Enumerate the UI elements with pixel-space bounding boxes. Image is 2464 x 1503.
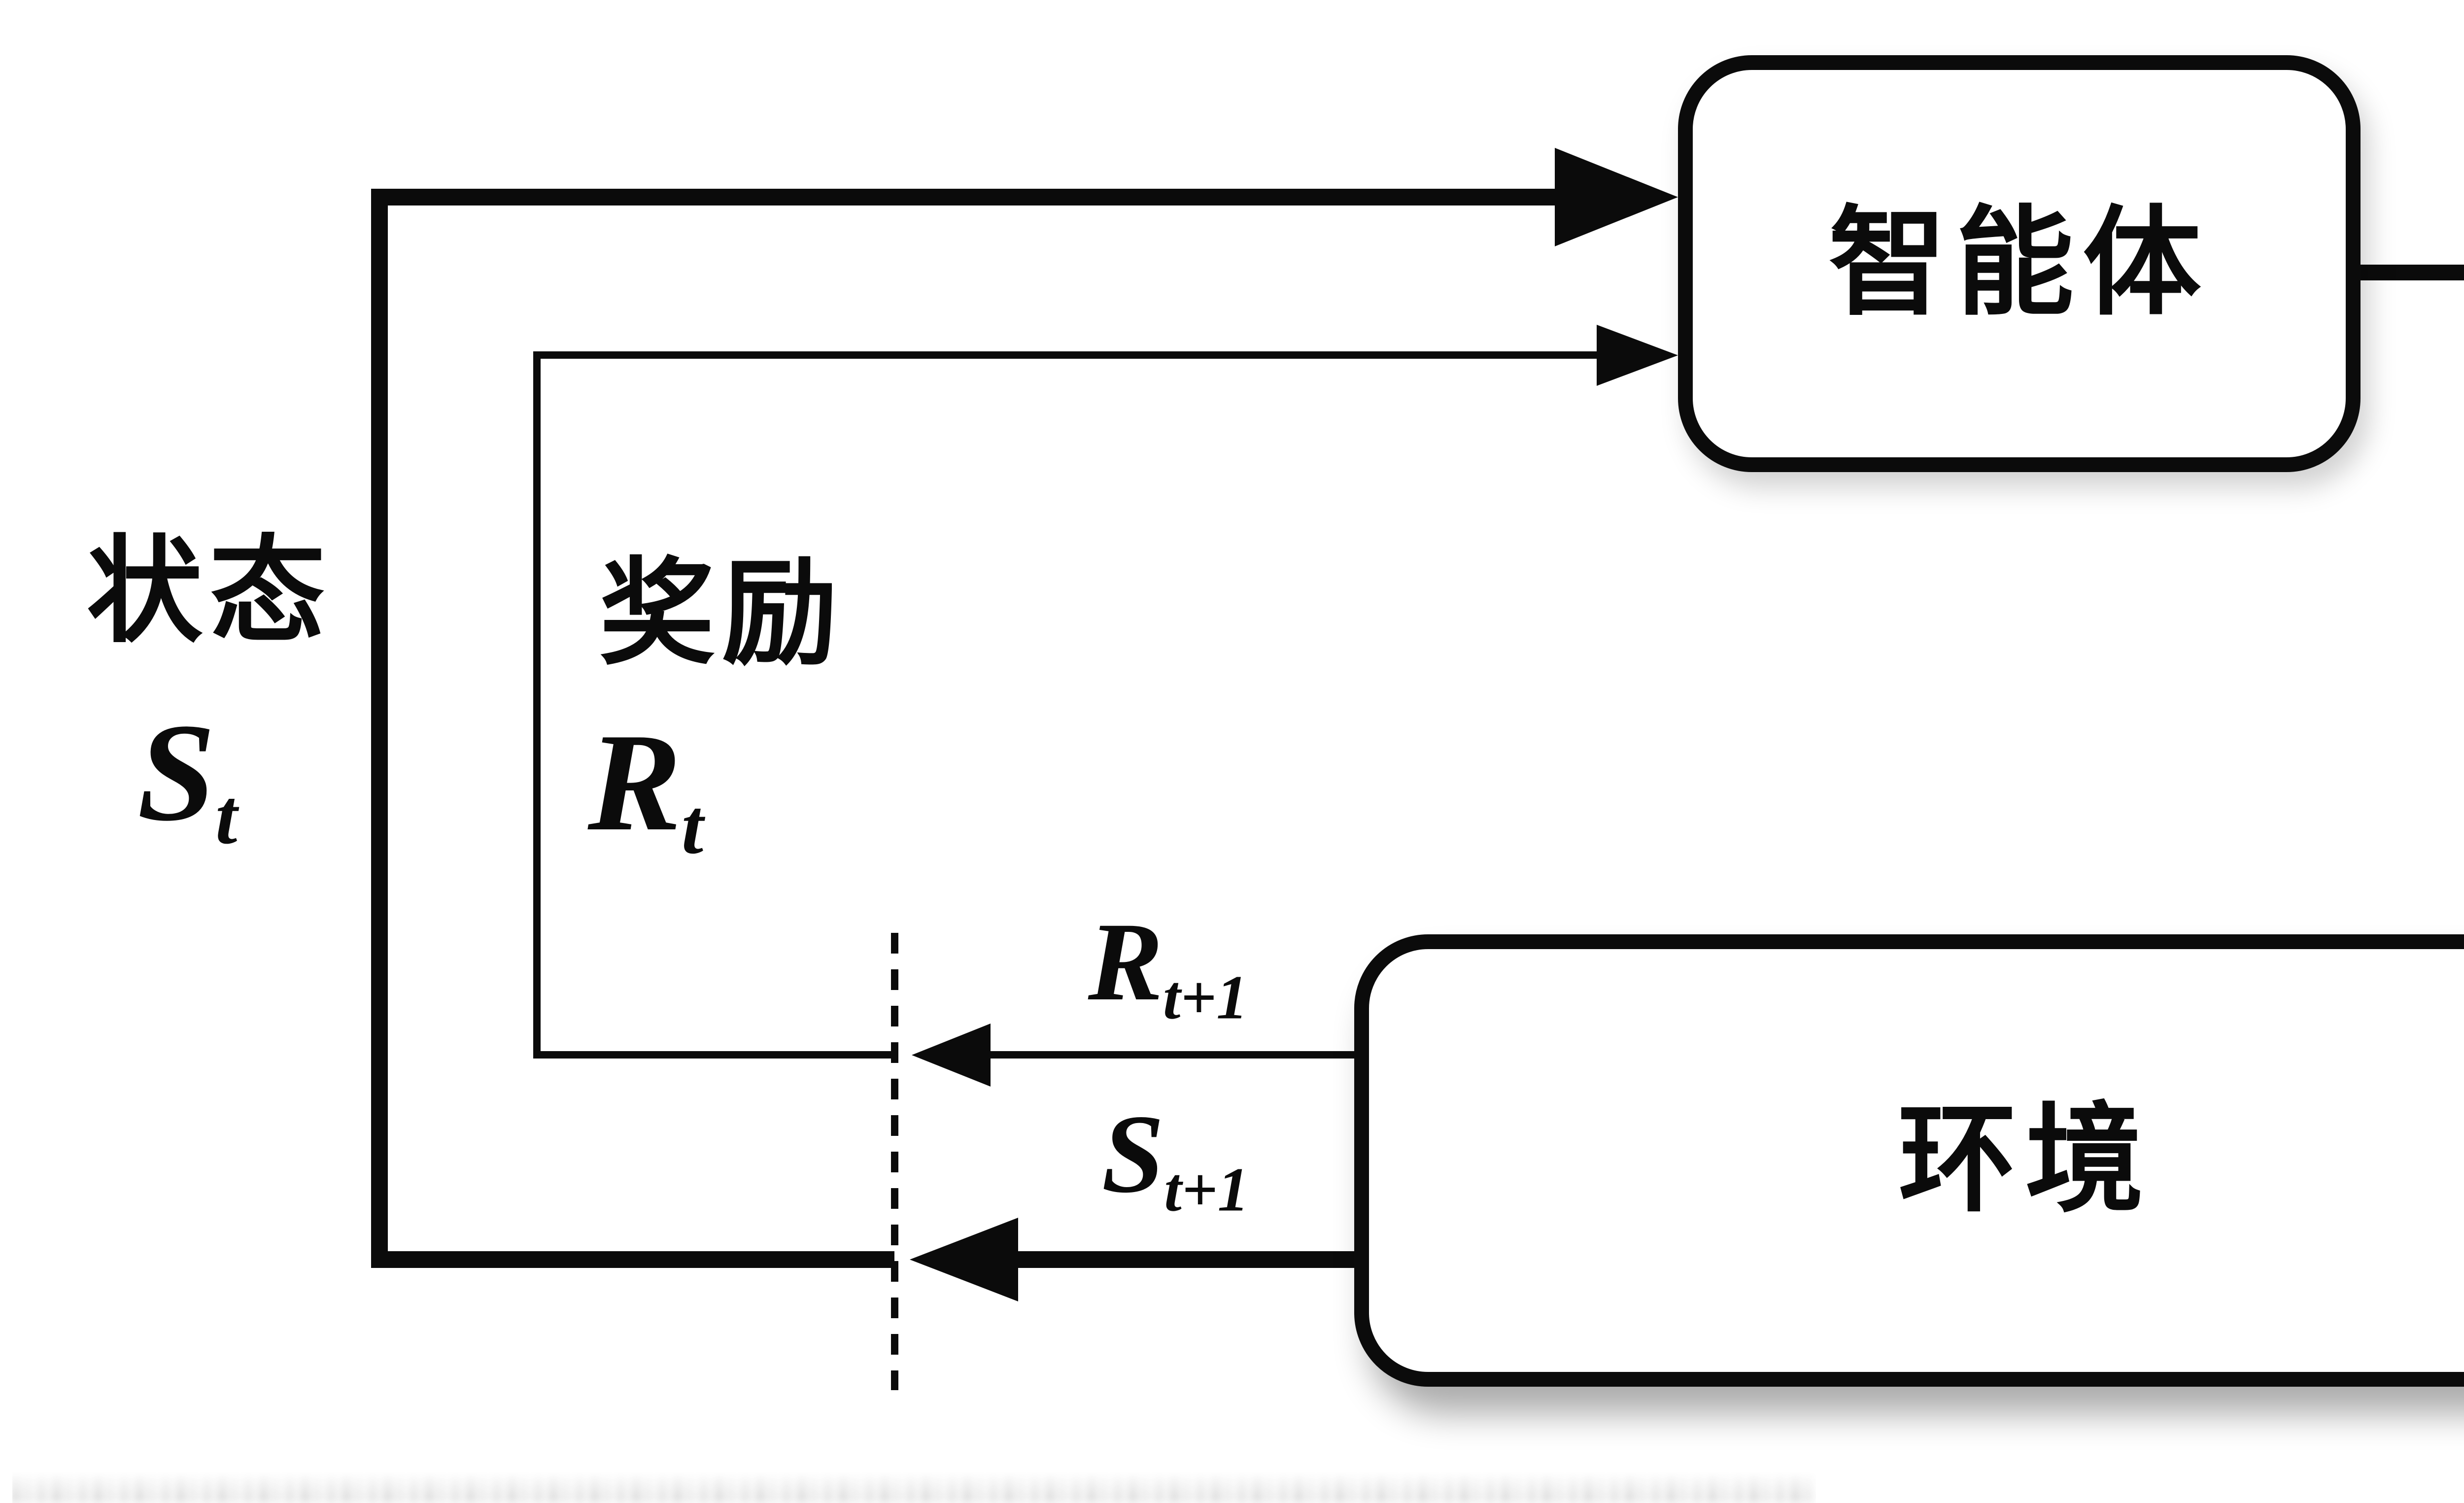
cutoff-caption-artifact (12, 1471, 1816, 1503)
reward-word-label: 奖励 (599, 550, 845, 679)
next-state-arrowhead-icon (910, 1218, 1018, 1301)
next-state-symbol-label: St+1 (1035, 1098, 1316, 1221)
reward-symbol-label: Rt (505, 712, 786, 866)
next-state-line (1018, 1251, 1361, 1268)
state-symbol-main: S (137, 694, 216, 850)
state-to-agent-arrowhead-icon (1555, 148, 1678, 246)
environment-label: 环境 (1898, 1095, 2153, 1226)
state-word-label: 状态 (87, 528, 332, 656)
timestep-boundary-dashed-line (891, 933, 898, 1390)
environment-box: 环境 (1354, 934, 2464, 1387)
next-reward-line (991, 1051, 1361, 1059)
next-reward-symbol-main: R (1088, 900, 1163, 1024)
state-line-left (371, 189, 388, 1268)
agent-box: 智能体 (1678, 55, 2361, 472)
state-symbol-sub: t (215, 773, 238, 860)
reward-line-top (533, 351, 1599, 359)
state-line-top (371, 189, 1560, 205)
next-state-symbol-sub: t+1 (1164, 1154, 1249, 1225)
reward-line-left (533, 351, 541, 1059)
reward-symbol-sub: t (681, 783, 704, 870)
state-line-bottom-left (371, 1251, 894, 1268)
next-reward-symbol-sub: t+1 (1163, 962, 1248, 1032)
reward-to-agent-arrowhead-icon (1597, 325, 1678, 386)
next-reward-symbol-label: Rt+1 (1027, 906, 1308, 1029)
reward-symbol-main: R (587, 704, 682, 860)
agent-label: 智能体 (1828, 198, 2210, 329)
state-symbol-label: St (47, 702, 328, 856)
action-line-top (2345, 265, 2464, 280)
next-reward-arrowhead-icon (912, 1024, 991, 1087)
next-state-symbol-main: S (1101, 1092, 1164, 1216)
reward-line-bottom-left (533, 1051, 894, 1059)
